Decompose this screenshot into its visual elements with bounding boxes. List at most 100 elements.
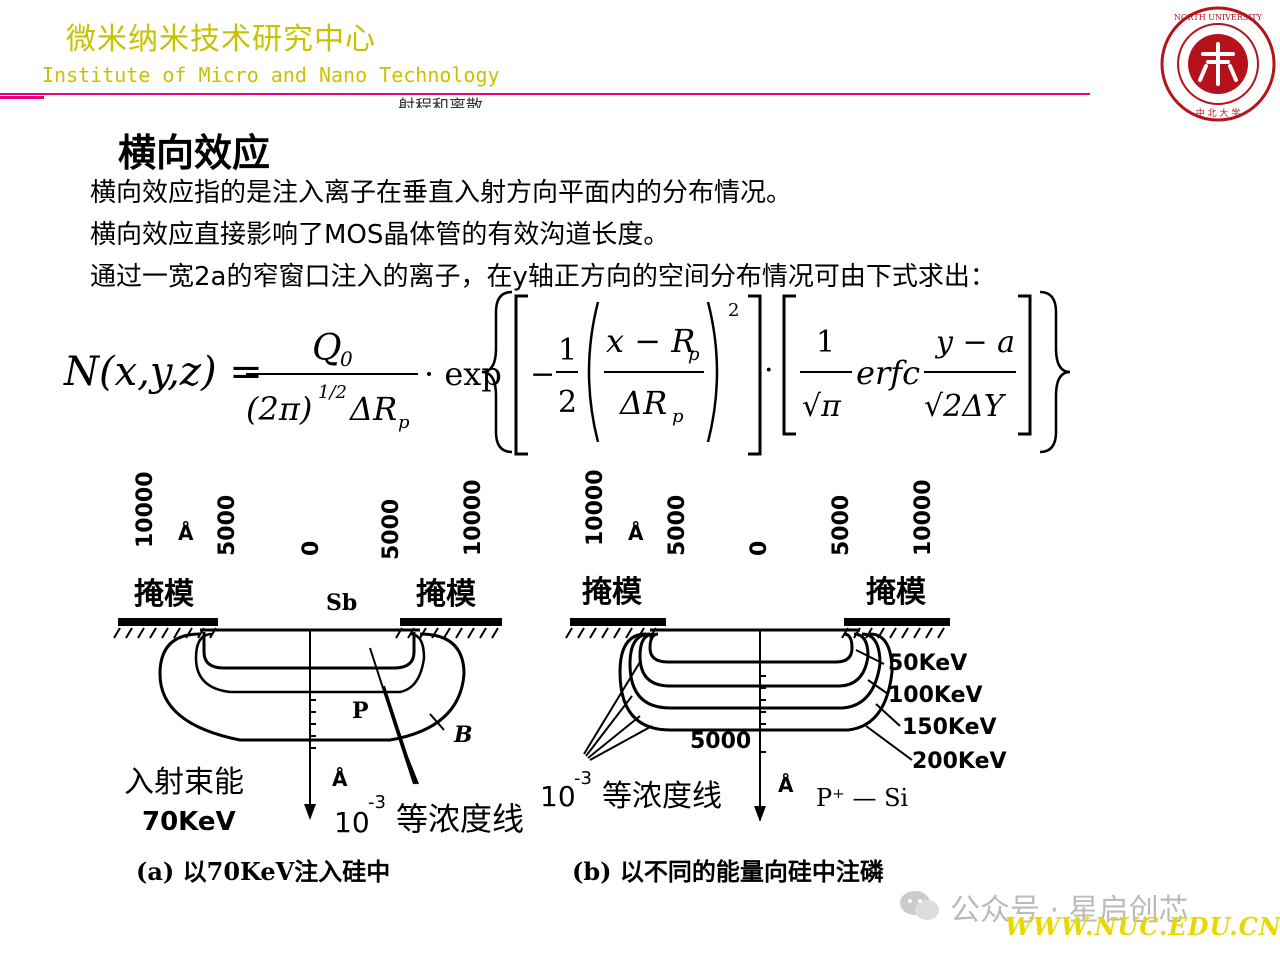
fig-b-leader-50 [855, 649, 885, 665]
formula-square: 2 [728, 300, 739, 321]
brace-right [1039, 290, 1071, 454]
fig-b-leader-iso-1 [583, 661, 641, 755]
fig-b-axis-arrow [754, 806, 766, 822]
fig-b-tick-5000-left: 5000 [665, 495, 690, 556]
fig-a-caption: (a) 以70KeV注入硅中 [136, 857, 390, 886]
formula: N(x,y,z) = Q 0 (2π) 1/2 ΔR p · exp − 1 2… [63, 290, 1071, 456]
formula-numerator-sub: 0 [340, 347, 353, 371]
formula-denominator-a: (2π) [246, 390, 312, 428]
fig-b-leader-200 [865, 725, 913, 761]
fig-a-beam-energy: 70KeV [142, 807, 236, 837]
fig-a-tick-0: 0 [299, 541, 324, 556]
header-divider [0, 93, 1090, 95]
fig-b-substrate: P⁺ — Si [816, 784, 909, 812]
fig-a-tick-unit: Å [178, 521, 194, 545]
university-logo: NORTH UNIVERSITY 中 北 大 学 [1160, 6, 1276, 122]
fig-b-leader-iso-3 [587, 715, 641, 759]
fig-b-axis-unit: Å [778, 773, 794, 797]
bracket-1-left [514, 294, 528, 456]
formula-dot: · [764, 353, 774, 388]
fig-b-caption: (b) 以不同的能量向硅中注磷 [572, 857, 884, 886]
fig-b-tick-10000-left: 10000 [583, 469, 608, 546]
fig-a-b-leader [429, 713, 445, 731]
formula-lhs: N(x,y,z) = [63, 349, 263, 395]
formula-denominator-b: ΔR [348, 390, 397, 428]
fig-a-tick-5000-right: 5000 [379, 499, 404, 560]
org-title-en: Institute of Micro and Nano Technology [42, 63, 500, 87]
fig-a-ion: Sb [326, 590, 357, 616]
section-title: 横向效应 [118, 130, 271, 175]
watermark-text: 公众号 · 星启创芯 [950, 893, 1189, 928]
formula-inner-den: ΔR [618, 384, 667, 422]
fig-b-tick-0: 0 [747, 541, 772, 556]
org-title-cn: 微米纳米技术研究中心 [66, 22, 376, 57]
formula-numerator: Q [312, 328, 342, 369]
body-line-1: 横向效应指的是注入离子在垂直入射方向平面内的分布情况。 [90, 178, 793, 208]
fig-a-iso-exp: -3 [368, 792, 386, 813]
body-line-2: 横向效应直接影响了MOS晶体管的有效沟道长度。 [90, 220, 670, 250]
fig-b-contour-50 [648, 632, 854, 664]
formula-erfc-num: y − a [934, 325, 1015, 360]
svg-text:NORTH UNIVERSITY: NORTH UNIVERSITY [1174, 13, 1263, 22]
fig-a-p-profile [194, 632, 426, 694]
fig-b-tick-10000-right: 10000 [911, 479, 936, 556]
fig-a-mask-right: 掩模 [416, 577, 476, 612]
fig-a-mask-left-bar [118, 618, 218, 626]
fig-b-mask-right: 掩模 [866, 575, 926, 610]
fig-a-beam-label: 入射束能 [124, 765, 244, 800]
formula-inner-den-sub: p [672, 406, 684, 427]
fig-b-axis-ticks [760, 675, 766, 753]
formula-one: 1 [816, 325, 835, 360]
fig-b-iso-value: 10 [540, 780, 576, 813]
formula-half-den: 2 [558, 385, 577, 420]
bracket-2-left [782, 294, 796, 436]
fig-b-energy-100: 100KeV [888, 683, 983, 708]
formula-inner-num: x − R [606, 322, 695, 360]
fig-a-iso-value: 10 [334, 806, 370, 839]
formula-denominator-exp: 1/2 [318, 382, 347, 403]
formula-minus: − [530, 357, 555, 392]
fig-a-label-b: B [453, 722, 473, 748]
wechat-icon [900, 891, 939, 920]
fig-b-energy-150: 150KeV [902, 715, 997, 740]
bracket-1-right [748, 294, 762, 456]
fig-b-contour-150 [628, 632, 882, 710]
fig-a-axis-unit: Å [332, 767, 348, 791]
fig-a-tick-10000-right: 10000 [461, 479, 486, 556]
paren-right [706, 301, 719, 443]
body-line-3: 通过一宽2a的窄窗口注入的离子，在y轴正方向的空间分布情况可由下式求出： [90, 262, 996, 292]
fig-a-mask-right-bar [400, 618, 502, 626]
fig-b-energy-50: 50KeV [888, 651, 967, 676]
fig-b-leader-100 [867, 679, 889, 695]
fig-b-tick-unit: Å [628, 521, 644, 545]
formula-erfc-den: √2ΔY [924, 389, 1007, 424]
fig-b-iso-exp: -3 [574, 768, 592, 789]
clipped-prev-title: 射程和离散 [398, 97, 483, 108]
header-divider-accent [0, 96, 44, 99]
bracket-2-right [1018, 294, 1032, 436]
fig-a-b-profile [158, 632, 466, 742]
university-url[interactable]: WWW.NUC.EDU.CN [1005, 912, 1280, 941]
fig-a-axis-ticks [310, 699, 316, 749]
formula-denominator-sub: p [398, 412, 410, 433]
figure-b: 10000 Å 5000 0 5000 10000 掩模 掩模 50KeV 10… [540, 469, 1007, 886]
fig-a-label-p: P [352, 698, 369, 724]
fig-a-tick-5000-left: 5000 [215, 495, 240, 556]
fig-a-leader-1 [369, 647, 415, 785]
fig-b-tick-5000-right: 5000 [829, 495, 854, 556]
formula-sqrt-pi: √π [802, 389, 842, 424]
fig-b-iso-label: 等浓度线 [602, 779, 722, 814]
fig-a-iso-label: 等浓度线 [396, 800, 524, 838]
fig-a-tick-10000-left: 10000 [133, 471, 158, 548]
fig-b-leader-iso-4 [589, 725, 653, 761]
svg-text:中 北 大 学: 中 北 大 学 [1196, 107, 1241, 119]
fig-b-contour-100 [638, 632, 870, 688]
figure-a: 10000 Å 5000 0 5000 10000 掩模 掩模 Sb P B 入… [113, 471, 524, 886]
fig-b-mask-left-bar [570, 618, 666, 626]
fig-a-leader-3 [397, 733, 419, 785]
paren-left [587, 301, 600, 443]
fig-b-leader-iso-2 [585, 695, 633, 757]
fig-b-depth-label: 5000 [690, 729, 751, 754]
fig-b-leader-150 [875, 703, 901, 727]
